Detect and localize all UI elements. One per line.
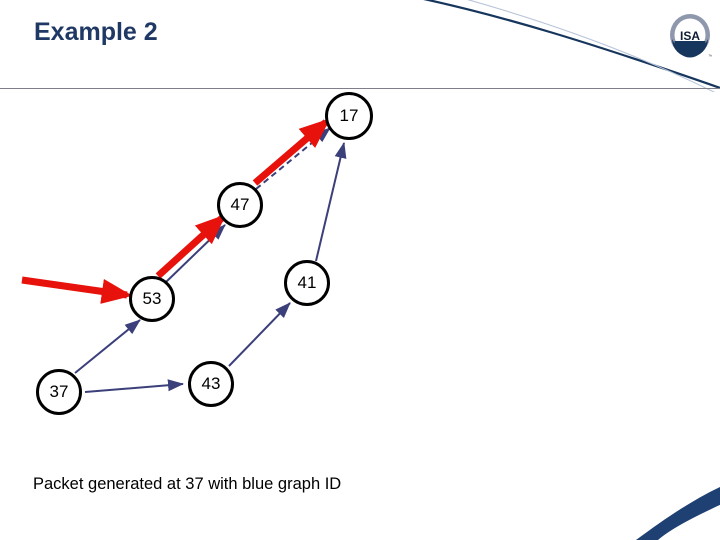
isa-logo-text: ISA bbox=[680, 29, 700, 43]
blue-link-37-43 bbox=[84, 379, 184, 393]
graph-node-17-label: 17 bbox=[339, 106, 359, 125]
graph-node-41-label: 41 bbox=[297, 273, 317, 292]
blue-link-41-17 bbox=[315, 142, 347, 262]
isa-logo: ISA ™ bbox=[670, 14, 712, 60]
caption-block: Packet generated at 37 with blue graph I… bbox=[33, 424, 693, 540]
graph-node-47-label: 47 bbox=[230, 195, 250, 214]
red-link-47-17 bbox=[252, 118, 331, 186]
blue-link-43-41 bbox=[228, 302, 291, 367]
graph-node-41[interactable]: 41 bbox=[284, 260, 330, 306]
red-link-into-53 bbox=[21, 276, 133, 304]
graph-node-43[interactable]: 43 bbox=[188, 361, 234, 407]
caption-line-1: Packet generated at 37 with blue graph I… bbox=[33, 475, 342, 493]
graph-links-layer bbox=[21, 118, 347, 393]
blue-dashed-link-47-17 bbox=[255, 127, 331, 190]
blue-link-37-53 bbox=[74, 319, 141, 374]
graph-node-17[interactable]: 17 bbox=[325, 92, 373, 140]
graph-node-37-label: 37 bbox=[49, 382, 69, 401]
blue-link-53-47 bbox=[165, 224, 226, 283]
graph-node-53-label: 53 bbox=[142, 289, 162, 308]
header-divider bbox=[0, 88, 720, 89]
page-title: Example 2 bbox=[34, 18, 158, 46]
graph-node-47[interactable]: 47 bbox=[217, 182, 263, 228]
graph-node-43-label: 43 bbox=[201, 374, 221, 393]
svg-text:™: ™ bbox=[708, 54, 712, 60]
graph-node-53[interactable]: 53 bbox=[129, 276, 175, 322]
graph-node-37[interactable]: 37 bbox=[36, 369, 82, 415]
red-link-53-47 bbox=[155, 214, 227, 279]
network-graph: 17 47 53 41 37 43 bbox=[0, 88, 720, 428]
